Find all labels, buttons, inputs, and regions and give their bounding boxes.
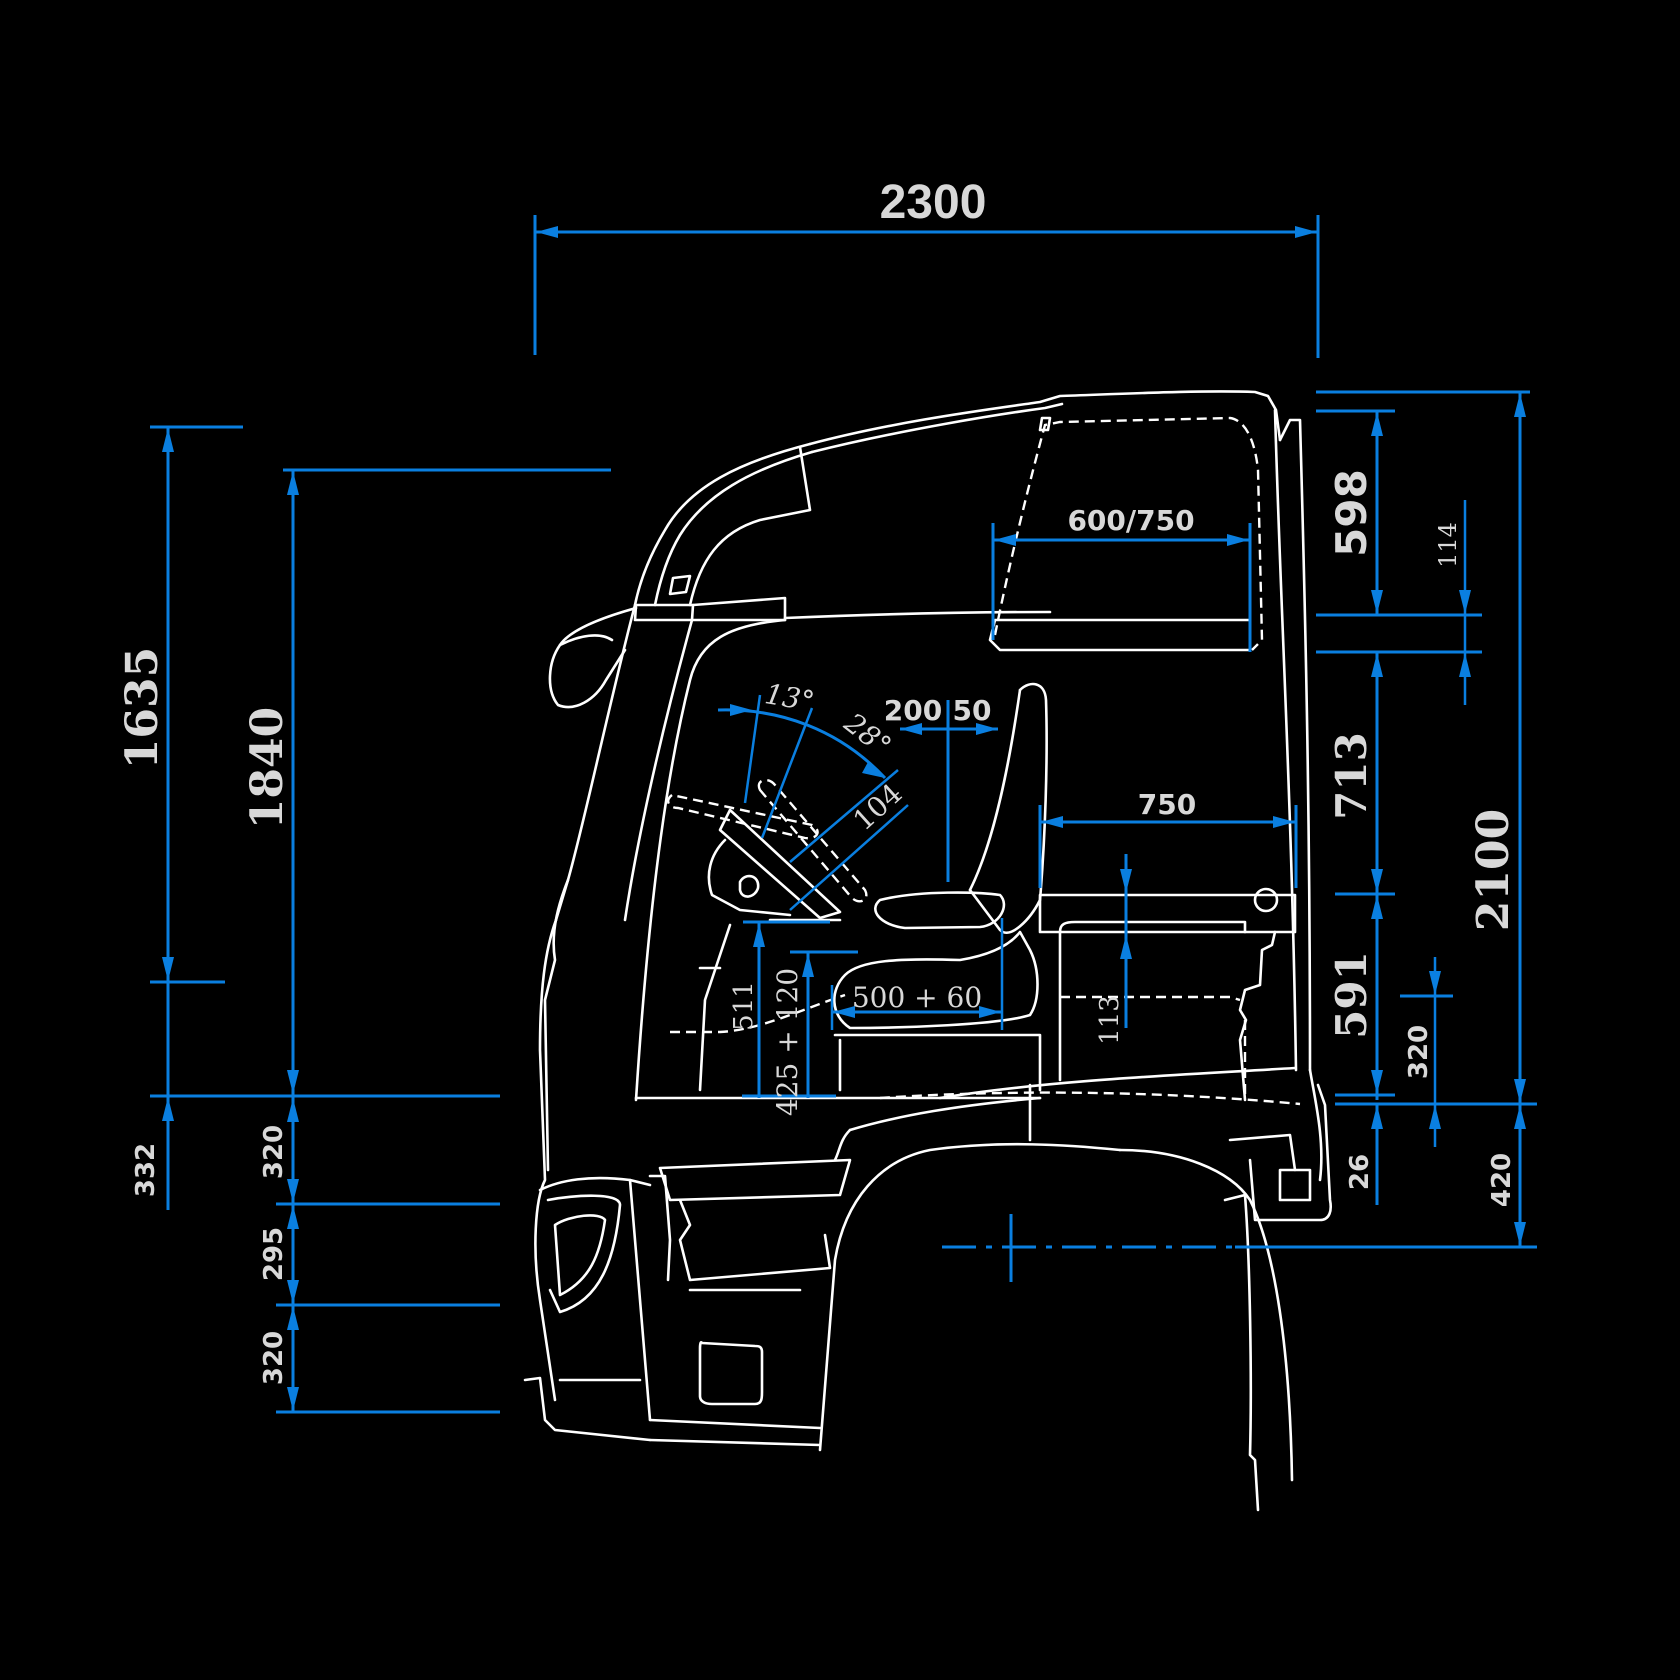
label-wheel-adjust-104: 104: [847, 777, 909, 837]
label-bunk-lower: 750: [1138, 788, 1196, 821]
label-seat-depth: 500 + 60: [852, 981, 982, 1014]
label-bunk-113: 113: [1095, 995, 1125, 1045]
label-overall-2100: 2100: [1468, 809, 1519, 931]
cab-outline: [523, 390, 1332, 1512]
label-overall-length: 2300: [880, 176, 987, 229]
dimension-labels: 2300 1635 1840 332 320 295 320 598 114 7…: [117, 176, 1519, 1385]
label-step-320-top: 320: [259, 1125, 289, 1179]
label-height-1840: 1840: [242, 707, 293, 829]
label-lower-591: 591: [1327, 951, 1376, 1039]
label-step-332: 332: [131, 1143, 161, 1197]
label-wheel-angle-13: 13°: [762, 677, 817, 718]
label-step-295: 295: [259, 1227, 289, 1281]
label-upper-598: 598: [1327, 469, 1376, 557]
label-mid-713: 713: [1327, 732, 1376, 820]
label-wheel-height-511: 511: [729, 981, 759, 1031]
label-floor-26: 26: [1345, 1154, 1375, 1190]
label-gap-114: 114: [1434, 522, 1462, 568]
label-seat-50: 50: [953, 694, 992, 727]
label-seat-height: 425 + 120: [771, 968, 804, 1116]
label-tunnel-320: 320: [1404, 1025, 1434, 1079]
label-step-320-bottom: 320: [259, 1331, 289, 1385]
label-ground-420: 420: [1487, 1153, 1517, 1207]
label-height-1635: 1635: [117, 647, 168, 769]
label-seat-200: 200: [884, 694, 942, 727]
label-bunk-upper: 600/750: [1067, 504, 1194, 537]
dimension-lines: [150, 215, 1537, 1414]
